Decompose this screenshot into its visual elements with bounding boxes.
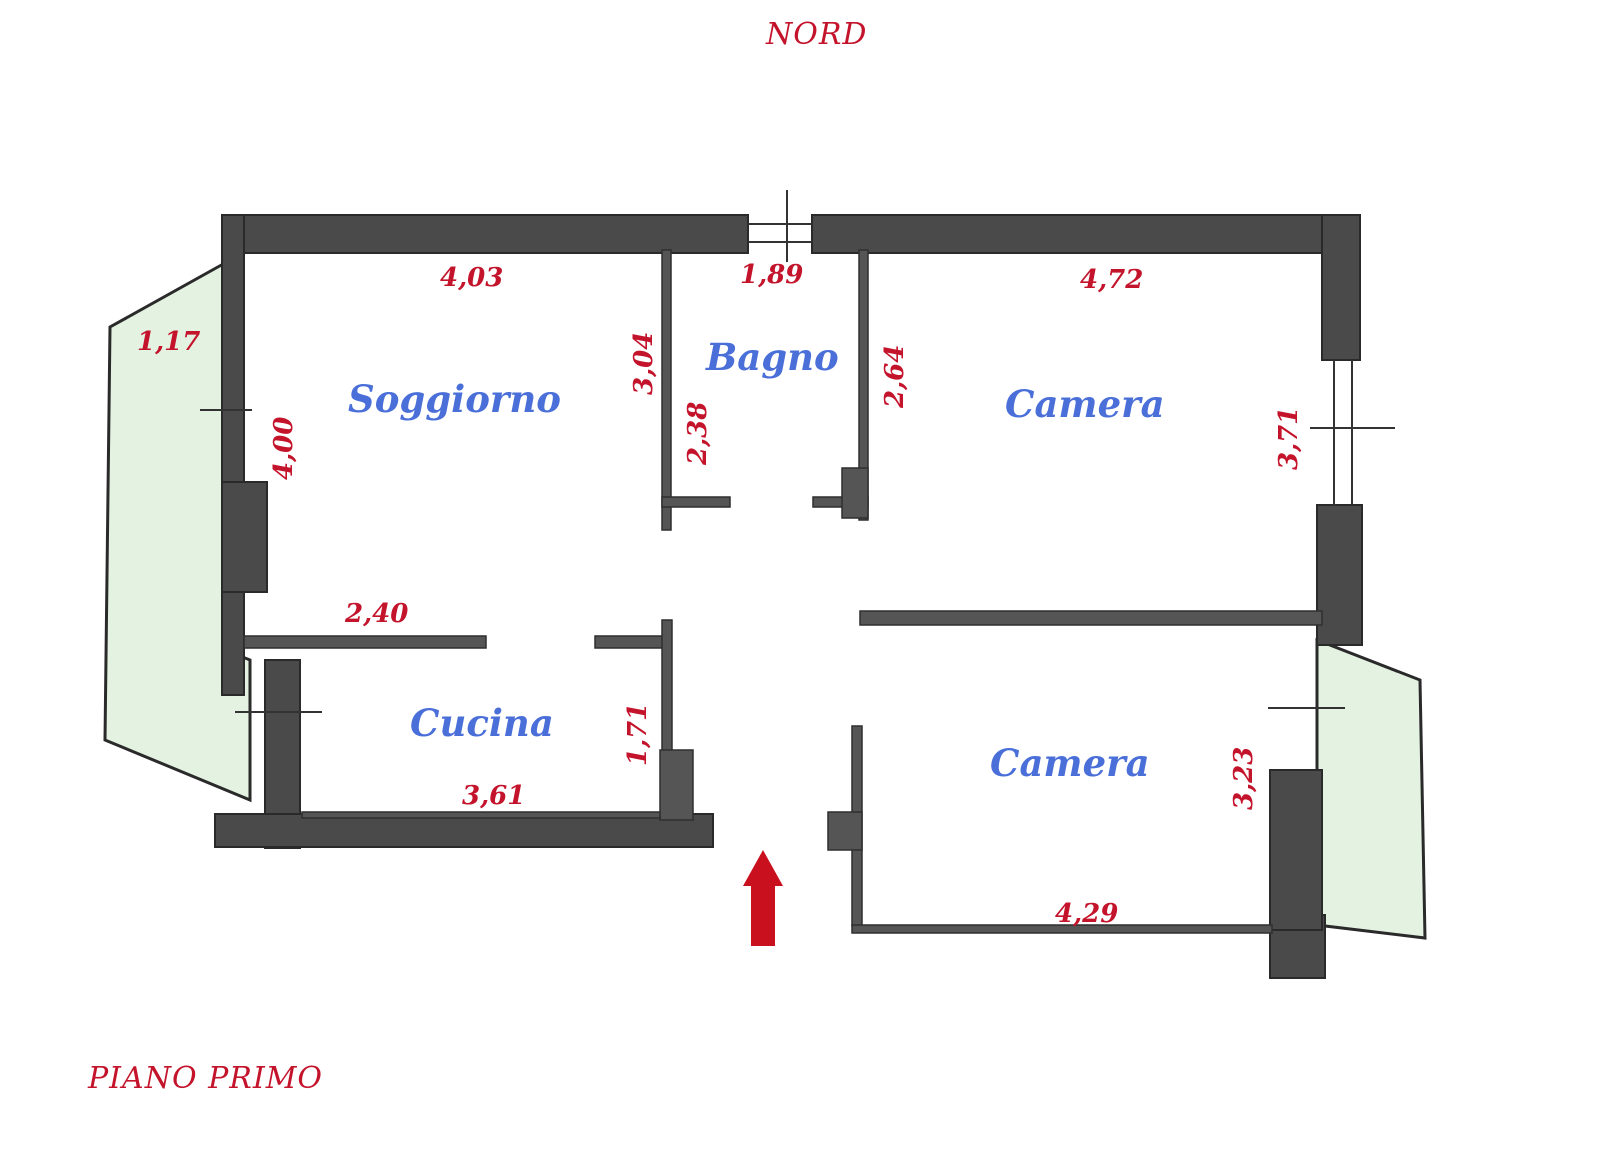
floor-label: PIANO PRIMO xyxy=(87,1061,323,1096)
dim-bagno-depth: 3,04 xyxy=(629,332,659,395)
dim-camera-top-width: 4,72 xyxy=(1080,265,1143,295)
wall-east-bottom xyxy=(1269,769,1323,931)
balcony-right xyxy=(1315,637,1427,940)
dim-camera-bottom-width: 4,29 xyxy=(1055,899,1118,929)
window-north xyxy=(748,190,812,262)
arrow-up-icon xyxy=(743,850,783,946)
wall-bagno-right xyxy=(858,249,869,521)
dim-cucina-width: 3,61 xyxy=(462,781,525,811)
dim-camera-bottom-depth: 3,23 xyxy=(1229,747,1259,810)
dim-camera-top-depth-left: 2,64 xyxy=(880,345,910,409)
wall-camere-divider xyxy=(859,610,1323,626)
room-label-soggiorno: Soggiorno xyxy=(348,377,561,421)
room-label-camera-top: Camera xyxy=(1005,382,1165,426)
wall-cucina-hall xyxy=(661,619,673,761)
room-label-cucina: Cucina xyxy=(410,701,554,745)
wall-bagno-stub-left xyxy=(661,496,731,508)
wall-soggiorno-cucina-right xyxy=(594,635,671,649)
dim-balcony-width: 1,17 xyxy=(137,327,200,357)
wall-cucina-pier xyxy=(659,749,694,821)
wall-west-pier xyxy=(221,481,268,593)
dim-soggiorno-depth: 4,00 xyxy=(269,417,299,480)
wall-camera-bottom-south xyxy=(851,924,1273,934)
wall-cucina-south-line xyxy=(301,811,661,819)
dim-hall-wall: 2,40 xyxy=(344,599,408,629)
wall-south-left xyxy=(214,813,714,848)
wall-west-top xyxy=(221,214,245,696)
wall-bagno-left xyxy=(661,249,672,531)
dim-bagno-width: 1,89 xyxy=(740,260,803,290)
room-label-bagno: Bagno xyxy=(705,335,839,379)
window-east xyxy=(1310,360,1395,505)
north-label: NORD xyxy=(765,17,868,52)
wall-bagno-pier xyxy=(841,467,869,519)
wall-camera-bottom-pier xyxy=(827,811,863,851)
wall-north xyxy=(227,214,749,254)
wall-east-top xyxy=(1321,214,1361,361)
room-label-camera-bottom: Camera xyxy=(990,741,1150,785)
dim-camera-top-depth: 3,71 xyxy=(1274,407,1304,470)
dim-cucina-depth: 1,71 xyxy=(623,703,653,766)
dim-bagno-inner: 2,38 xyxy=(683,402,713,466)
wall-soggiorno-cucina-left xyxy=(243,635,487,649)
wall-east-mid xyxy=(1316,504,1363,646)
dim-soggiorno-width: 4,03 xyxy=(440,263,503,293)
wall-north-right xyxy=(811,214,1358,254)
